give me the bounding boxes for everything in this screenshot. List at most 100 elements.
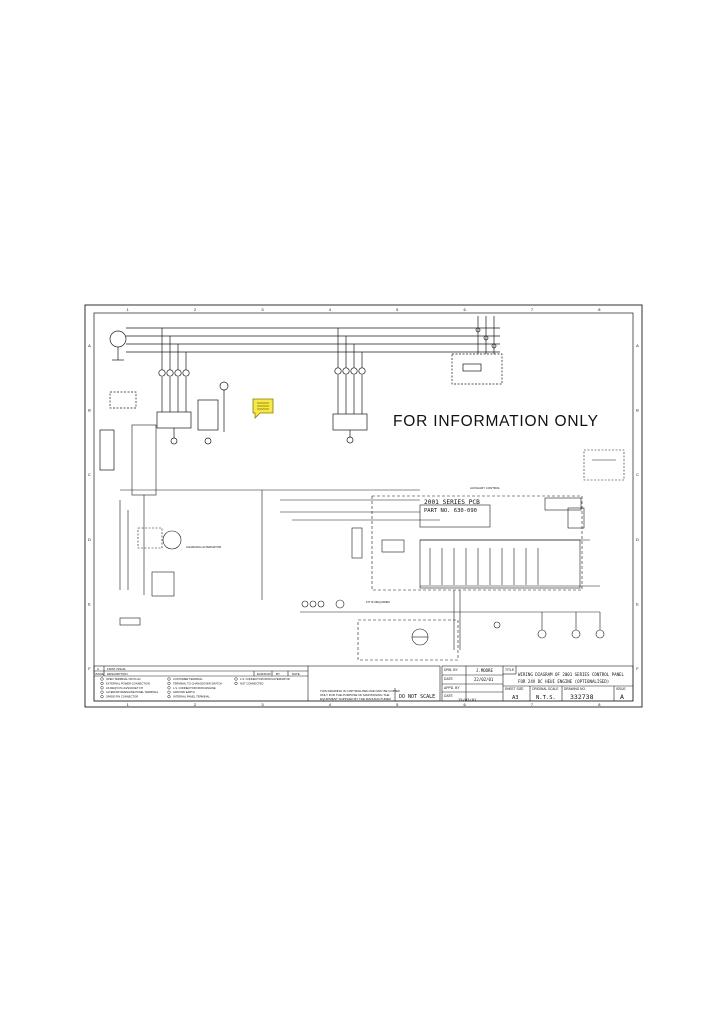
grid-column-label: 1 — [127, 702, 130, 707]
grid-row-label: F — [88, 666, 91, 671]
approved-by-label: APPD. BY — [444, 686, 460, 690]
legend-item: ALTERNATOR/ENGINE PANEL TERMINAL — [106, 690, 159, 694]
scale: N.T.S. — [536, 695, 556, 701]
grid-column-label: 6 — [463, 702, 466, 707]
date-label: DATE — [444, 677, 454, 681]
revision-head-by: BY — [276, 672, 280, 676]
revision-and-legend-block — [93, 665, 441, 702]
control-wiring — [119, 424, 625, 661]
grid-row-label: A — [636, 343, 639, 348]
approved-date-label: DATE — [444, 694, 454, 698]
legend-item: GROUND EARTH — [173, 690, 195, 694]
grid-column-label: 4 — [329, 702, 332, 707]
drawing-number-label: DRAWING NO. — [564, 687, 586, 691]
revision-head-description: DESCRIPTION — [107, 672, 128, 676]
approved-date: 15/03/01 — [458, 697, 477, 702]
drawn-date: 22/02/01 — [474, 677, 494, 682]
sheet-size: A3 — [512, 695, 519, 701]
grid-row-label: C — [88, 472, 91, 477]
legend-symbol — [167, 681, 171, 685]
legend-item: L.S. CONNECTOR FROM ALTERNATOR — [240, 677, 290, 681]
title-line-2: FOR 24V DC HEUI ENGINE (OPTIONALISED) — [518, 679, 609, 684]
drawn-by-label: DRN. BY — [444, 668, 458, 672]
revision-head-issue: ISSUE — [95, 672, 104, 676]
breaker-blocks — [99, 316, 503, 471]
grid-column-label: 3 — [261, 307, 264, 312]
revision-head-date: DATE — [292, 672, 300, 676]
outer-border — [84, 304, 643, 708]
title-label: TITLE — [505, 668, 515, 672]
grid-column-label: 1 — [127, 307, 130, 312]
sticky-note-comment-icon[interactable] — [252, 398, 274, 419]
pcb-title: 2001 SERIES PCB — [424, 499, 480, 506]
grid-row-label: D — [636, 537, 639, 542]
legend-symbol — [234, 677, 238, 681]
legend-symbol — [167, 677, 171, 681]
drawn-by: J.MOORE — [476, 668, 493, 673]
scale-label: ORIGINAL SCALE — [532, 687, 558, 691]
pcb-part-number: PART NO. 630-090 — [424, 508, 477, 514]
grid-row-label: C — [636, 472, 639, 477]
drawing-number: 332738 — [570, 693, 594, 701]
grid-column-labels-top: 1 2 3 4 5 6 7 8 — [127, 307, 602, 312]
current-transformers — [158, 367, 366, 391]
legend-item: NOT CONNECTED — [240, 681, 263, 685]
legend-item: SPADE PIN CONNECTOR — [106, 695, 138, 699]
legend-symbol — [167, 695, 171, 699]
grid-column-label: 5 — [396, 307, 399, 312]
legend-item: OPEN TERMINAL OR PLUG — [106, 677, 141, 681]
title-line-1: WIRING DIAGRAM OF 2001 SERIES CONTROL PA… — [518, 672, 625, 677]
legend-symbol — [234, 681, 238, 685]
do-not-scale: DO NOT SCALE — [399, 694, 435, 700]
grid-row-label: F — [636, 666, 639, 671]
legend-item: L.S. CONNECTOR FROM ENGINE — [173, 686, 216, 690]
legend-symbol — [167, 686, 171, 690]
grid-row-labels-right: A B C D E F — [636, 343, 639, 671]
issue-label: ISSUE — [616, 687, 626, 691]
copyright-line-3: EQUIPMENT SUPPLIED BY THE MANUFACTURER — [320, 697, 392, 701]
grid-row-labels-left: A B C D E F — [88, 343, 91, 671]
title-block-grid — [441, 665, 634, 702]
legend-symbol — [167, 690, 171, 694]
grid-column-label: 7 — [531, 702, 534, 707]
grid-column-label: 3 — [261, 702, 264, 707]
grid-column-label: 6 — [463, 307, 466, 312]
legend-item: AS REQ'D PLUG/SOCKET FIT — [106, 686, 144, 690]
legend-item: EXTERNAL POWER CONNECTION — [106, 681, 150, 685]
legend-item: TERMINAL TO CHANGEOVER SWITCH — [173, 681, 222, 685]
copyright-line-1: THIS DRAWING IS COPYRIGHTED AND MAY BE C… — [320, 689, 401, 693]
grid-column-labels-bottom: 1 2 3 4 5 6 7 8 — [127, 702, 602, 707]
grid-row-label: B — [88, 408, 91, 413]
legend-symbol — [100, 686, 104, 690]
revision-row-description: FIRST ISSUE — [107, 667, 125, 671]
grid-row-label: D — [88, 537, 91, 542]
legend-item: INTERNAL PANEL TERMINAL — [173, 695, 210, 699]
grid-column-label: 8 — [598, 702, 601, 707]
fit-if-required-note: FIT IF REQUIRED — [366, 600, 390, 604]
grid-row-label: B — [636, 408, 639, 413]
auxiliary-control-label: AUXILIARY CONTROL — [470, 486, 500, 490]
legend-symbol — [100, 677, 104, 681]
grid-column-label: 7 — [531, 307, 534, 312]
grid-row-label: A — [88, 343, 91, 348]
grid-column-label: 5 — [396, 702, 399, 707]
revision-row-issue: A — [97, 667, 99, 671]
alternator-label: CHARGING ALTERNATOR — [186, 545, 221, 549]
legend-symbol — [100, 690, 104, 694]
grid-column-label: 8 — [598, 307, 601, 312]
sheet-size-label: SHEET SIZE — [505, 687, 524, 691]
issue: A — [620, 693, 624, 701]
grid-row-label: E — [636, 602, 639, 607]
legend-symbol — [100, 695, 104, 699]
grid-column-label: 2 — [194, 702, 197, 707]
grid-column-label: 4 — [329, 307, 332, 312]
revision-head-ecr: ECR/DCR — [257, 672, 272, 676]
copyright-line-2: ONLY FOR THE PURPOSE OF MAINTAINING THE — [320, 693, 389, 697]
grid-column-label: 2 — [194, 307, 197, 312]
grid-row-label: E — [88, 602, 91, 607]
legend-item: CUSTOMER TERMINAL — [173, 677, 203, 681]
watermark-for-information-only: FOR INFORMATION ONLY — [393, 413, 599, 430]
